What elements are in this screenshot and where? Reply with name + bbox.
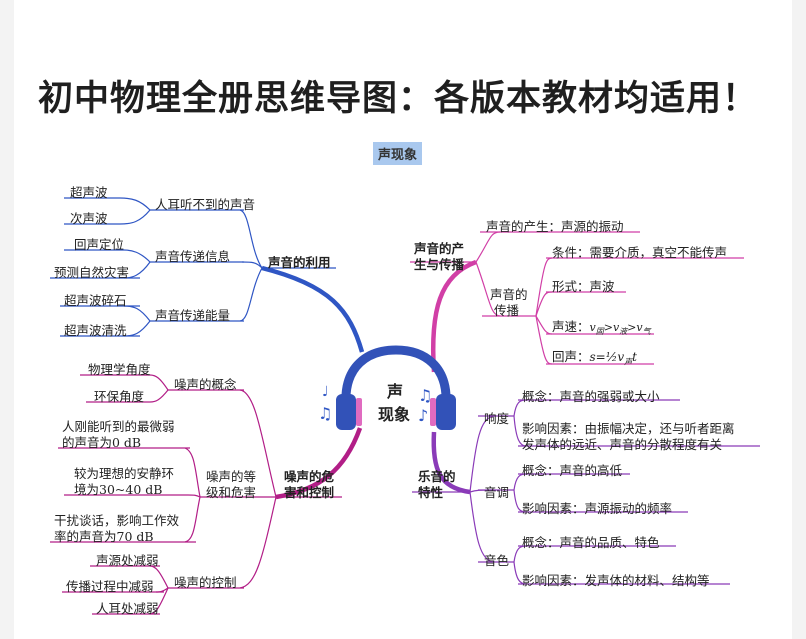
leaf-pitch-factor: 影响因素：声源振动的频率 xyxy=(522,501,673,516)
branch-production-l1: 声音的产 xyxy=(414,241,465,256)
leaf-level-1-l2: 境为30~40 dB xyxy=(74,482,163,497)
group-pitch: 音调 xyxy=(484,485,510,500)
leaf-ultrasound: 超声波 xyxy=(70,185,108,200)
leaf-echolocation: 回声定位 xyxy=(74,237,125,252)
leaf-at-source: 声源处减弱 xyxy=(96,553,159,568)
page xyxy=(14,0,792,639)
group-inaudible: 人耳听不到的声音 xyxy=(155,197,256,212)
music-note-icon: ♩ xyxy=(322,384,329,400)
leaf-level-0-l2: 的声音为0 dB xyxy=(62,435,142,450)
leaf-physics-view: 物理学角度 xyxy=(88,362,151,377)
branch-sound-use: 声音的利用 xyxy=(268,255,331,270)
branch-noise-l2: 害和控制 xyxy=(284,485,335,500)
group-spread-l2: 传播 xyxy=(494,303,520,318)
group-info: 声音传递信息 xyxy=(155,249,231,264)
leaf-level-0-l1: 人刚能听到的最微弱 xyxy=(62,419,175,434)
music-note-icon: ♫ xyxy=(418,386,433,405)
leaf-level-1-l1: 较为理想的安静环 xyxy=(74,466,175,481)
center-topic-line2: 现象 xyxy=(378,405,411,424)
leaf-speed: 声速：v固>v液>v气 xyxy=(552,319,651,337)
leaf-lithotripsy: 超声波碎石 xyxy=(64,293,127,308)
group-level-l1: 噪声的等 xyxy=(206,469,257,484)
music-note-icon: ♫ xyxy=(318,404,333,423)
branch-production-l2: 生与传播 xyxy=(414,257,465,272)
leaf-pitch-concept: 概念：声音的高低 xyxy=(522,463,623,478)
headphones-icon xyxy=(336,345,456,430)
branch-tone-l2: 特性 xyxy=(418,485,444,500)
leaf-disaster: 预测自然灾害 xyxy=(54,265,130,280)
mindmap-subtitle: 声现象 xyxy=(373,142,423,165)
leaf-timbre-concept: 概念：声音的品质、特色 xyxy=(522,535,660,550)
leaf-infrasound: 次声波 xyxy=(70,211,108,226)
group-loudness: 响度 xyxy=(484,411,510,426)
leaf-loudness-concept: 概念：声音的强弱或大小 xyxy=(522,389,660,404)
group-timbre: 音色 xyxy=(484,553,510,568)
leaf-at-ear: 人耳处减弱 xyxy=(96,601,159,616)
page-title: 初中物理全册思维导图：各版本教材均适用！ xyxy=(38,79,759,119)
group-noise-control: 噪声的控制 xyxy=(174,575,237,590)
leaf-echo: 回声：s=½v声t xyxy=(552,349,637,367)
group-energy: 声音传递能量 xyxy=(155,308,231,323)
music-note-icon: ♪ xyxy=(418,406,429,425)
leaf-loudness-factor-l1: 影响因素：由振幅决定，还与听者距离 xyxy=(522,421,735,436)
leaf-in-transit: 传播过程中减弱 xyxy=(66,579,154,594)
group-spread-l1: 声音的 xyxy=(490,287,528,302)
leaf-form: 形式：声波 xyxy=(552,279,615,294)
group-noise-concept: 噪声的概念 xyxy=(174,377,237,392)
leaf-condition: 条件：需要介质，真空不能传声 xyxy=(552,245,728,260)
center-topic-line1: 声 xyxy=(387,382,404,401)
branch-noise-l1: 噪声的危 xyxy=(284,469,335,484)
leaf-level-2-l1: 干扰谈话，影响工作效 xyxy=(54,513,180,528)
leaf-cleaning: 超声波清洗 xyxy=(64,323,127,338)
leaf-timbre-factor: 影响因素：发声体的材料、结构等 xyxy=(522,573,710,588)
branch-tone-l1: 乐音的 xyxy=(418,469,456,484)
leaf-env-view: 环保角度 xyxy=(94,389,145,404)
leaf-production: 声音的产生：声源的振动 xyxy=(486,219,624,234)
leaf-loudness-factor-l2: 发声体的远近、声音的分散程度有关 xyxy=(522,437,723,452)
leaf-level-2-l2: 率的声音为70 dB xyxy=(54,529,154,544)
group-level-l2: 级和危害 xyxy=(206,485,257,500)
